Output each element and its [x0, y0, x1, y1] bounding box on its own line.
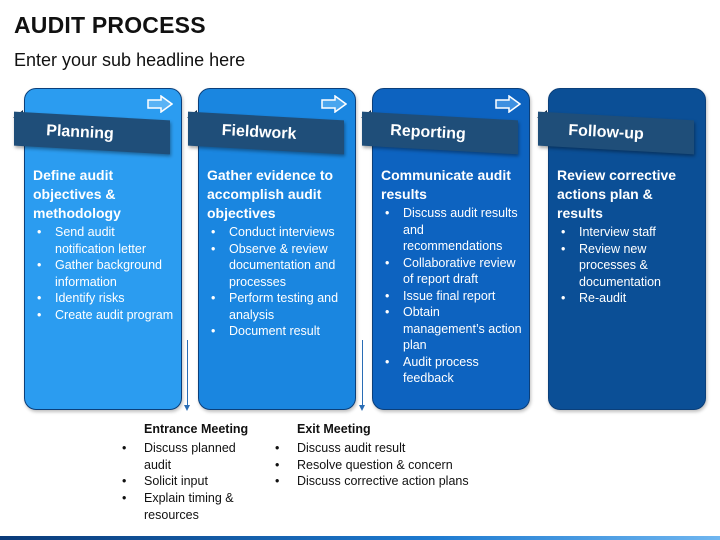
- connector-line: [187, 340, 188, 406]
- page-subtitle: Enter your sub headline here: [14, 50, 246, 70]
- list-item: Discuss audit result: [275, 440, 495, 457]
- down-arrow-icon: [184, 405, 190, 411]
- right-arrow-icon: [321, 95, 347, 113]
- list-item: Discuss planned audit: [122, 440, 244, 474]
- list-item: Document result: [207, 323, 349, 340]
- list-item: Discuss corrective action plans: [275, 473, 495, 490]
- stage-bullet-list: Conduct interviews Observe & review docu…: [207, 224, 349, 340]
- list-item: Create audit program: [33, 307, 175, 324]
- list-item: Perform testing and analysis: [207, 290, 349, 323]
- right-arrow-icon: [495, 95, 521, 113]
- list-item: Identify risks: [33, 290, 175, 307]
- connector-line: [362, 340, 363, 406]
- list-item: Obtain management’s action plan: [381, 304, 523, 354]
- stage-heading: Gather evidence to accomplish audit obje…: [207, 167, 334, 221]
- right-arrow-icon: [147, 95, 173, 113]
- list-item: Observe & review documentation and proce…: [207, 241, 349, 291]
- meeting-heading: Entrance Meeting: [144, 422, 249, 436]
- list-item: Review new processes & documentation: [557, 241, 699, 291]
- stage-heading: Communicate audit results: [381, 167, 511, 202]
- stage-bullet-list: Interview staff Review new processes & d…: [557, 224, 699, 307]
- list-item: Collaborative review of report draft: [381, 255, 523, 288]
- stage-content: Review corrective actions plan & results…: [557, 166, 699, 307]
- stage-content: Gather evidence to accomplish audit obje…: [207, 166, 349, 340]
- list-item: Issue final report: [381, 288, 523, 305]
- list-item: Conduct interviews: [207, 224, 349, 241]
- stage-heading: Define audit objectives & methodology: [33, 167, 121, 221]
- stage-bullet-list: Send audit notification letter Gather ba…: [33, 224, 175, 323]
- down-arrow-icon: [359, 405, 365, 411]
- page-title: AUDIT PROCESS: [14, 12, 206, 38]
- stage-heading: Review corrective actions plan & results: [557, 167, 677, 221]
- list-item: Audit process feedback: [381, 354, 523, 387]
- entrance-meeting: Entrance Meeting Discuss planned audit S…: [122, 421, 272, 524]
- stage-bullet-list: Discuss audit results and recommendation…: [381, 205, 523, 387]
- list-item: Interview staff: [557, 224, 699, 241]
- meeting-bullet-list: Discuss planned audit Solicit input Expl…: [122, 440, 272, 524]
- stage-content: Define audit objectives & methodology Se…: [33, 166, 175, 323]
- list-item: Discuss audit results and recommendation…: [381, 205, 523, 255]
- stage-content: Communicate audit results Discuss audit …: [381, 166, 523, 387]
- list-item: Resolve question & concern: [275, 457, 495, 474]
- list-item: Solicit input: [122, 473, 272, 490]
- list-item: Gather background information: [33, 257, 175, 290]
- meeting-bullet-list: Discuss audit result Resolve question & …: [275, 440, 495, 490]
- list-item: Re-audit: [557, 290, 699, 307]
- list-item: Explain timing & resources: [122, 490, 254, 524]
- list-item: Send audit notification letter: [33, 224, 175, 257]
- bottom-accent-bar: [0, 536, 720, 540]
- meeting-heading: Exit Meeting: [297, 422, 371, 436]
- exit-meeting: Exit Meeting Discuss audit result Resolv…: [275, 421, 495, 490]
